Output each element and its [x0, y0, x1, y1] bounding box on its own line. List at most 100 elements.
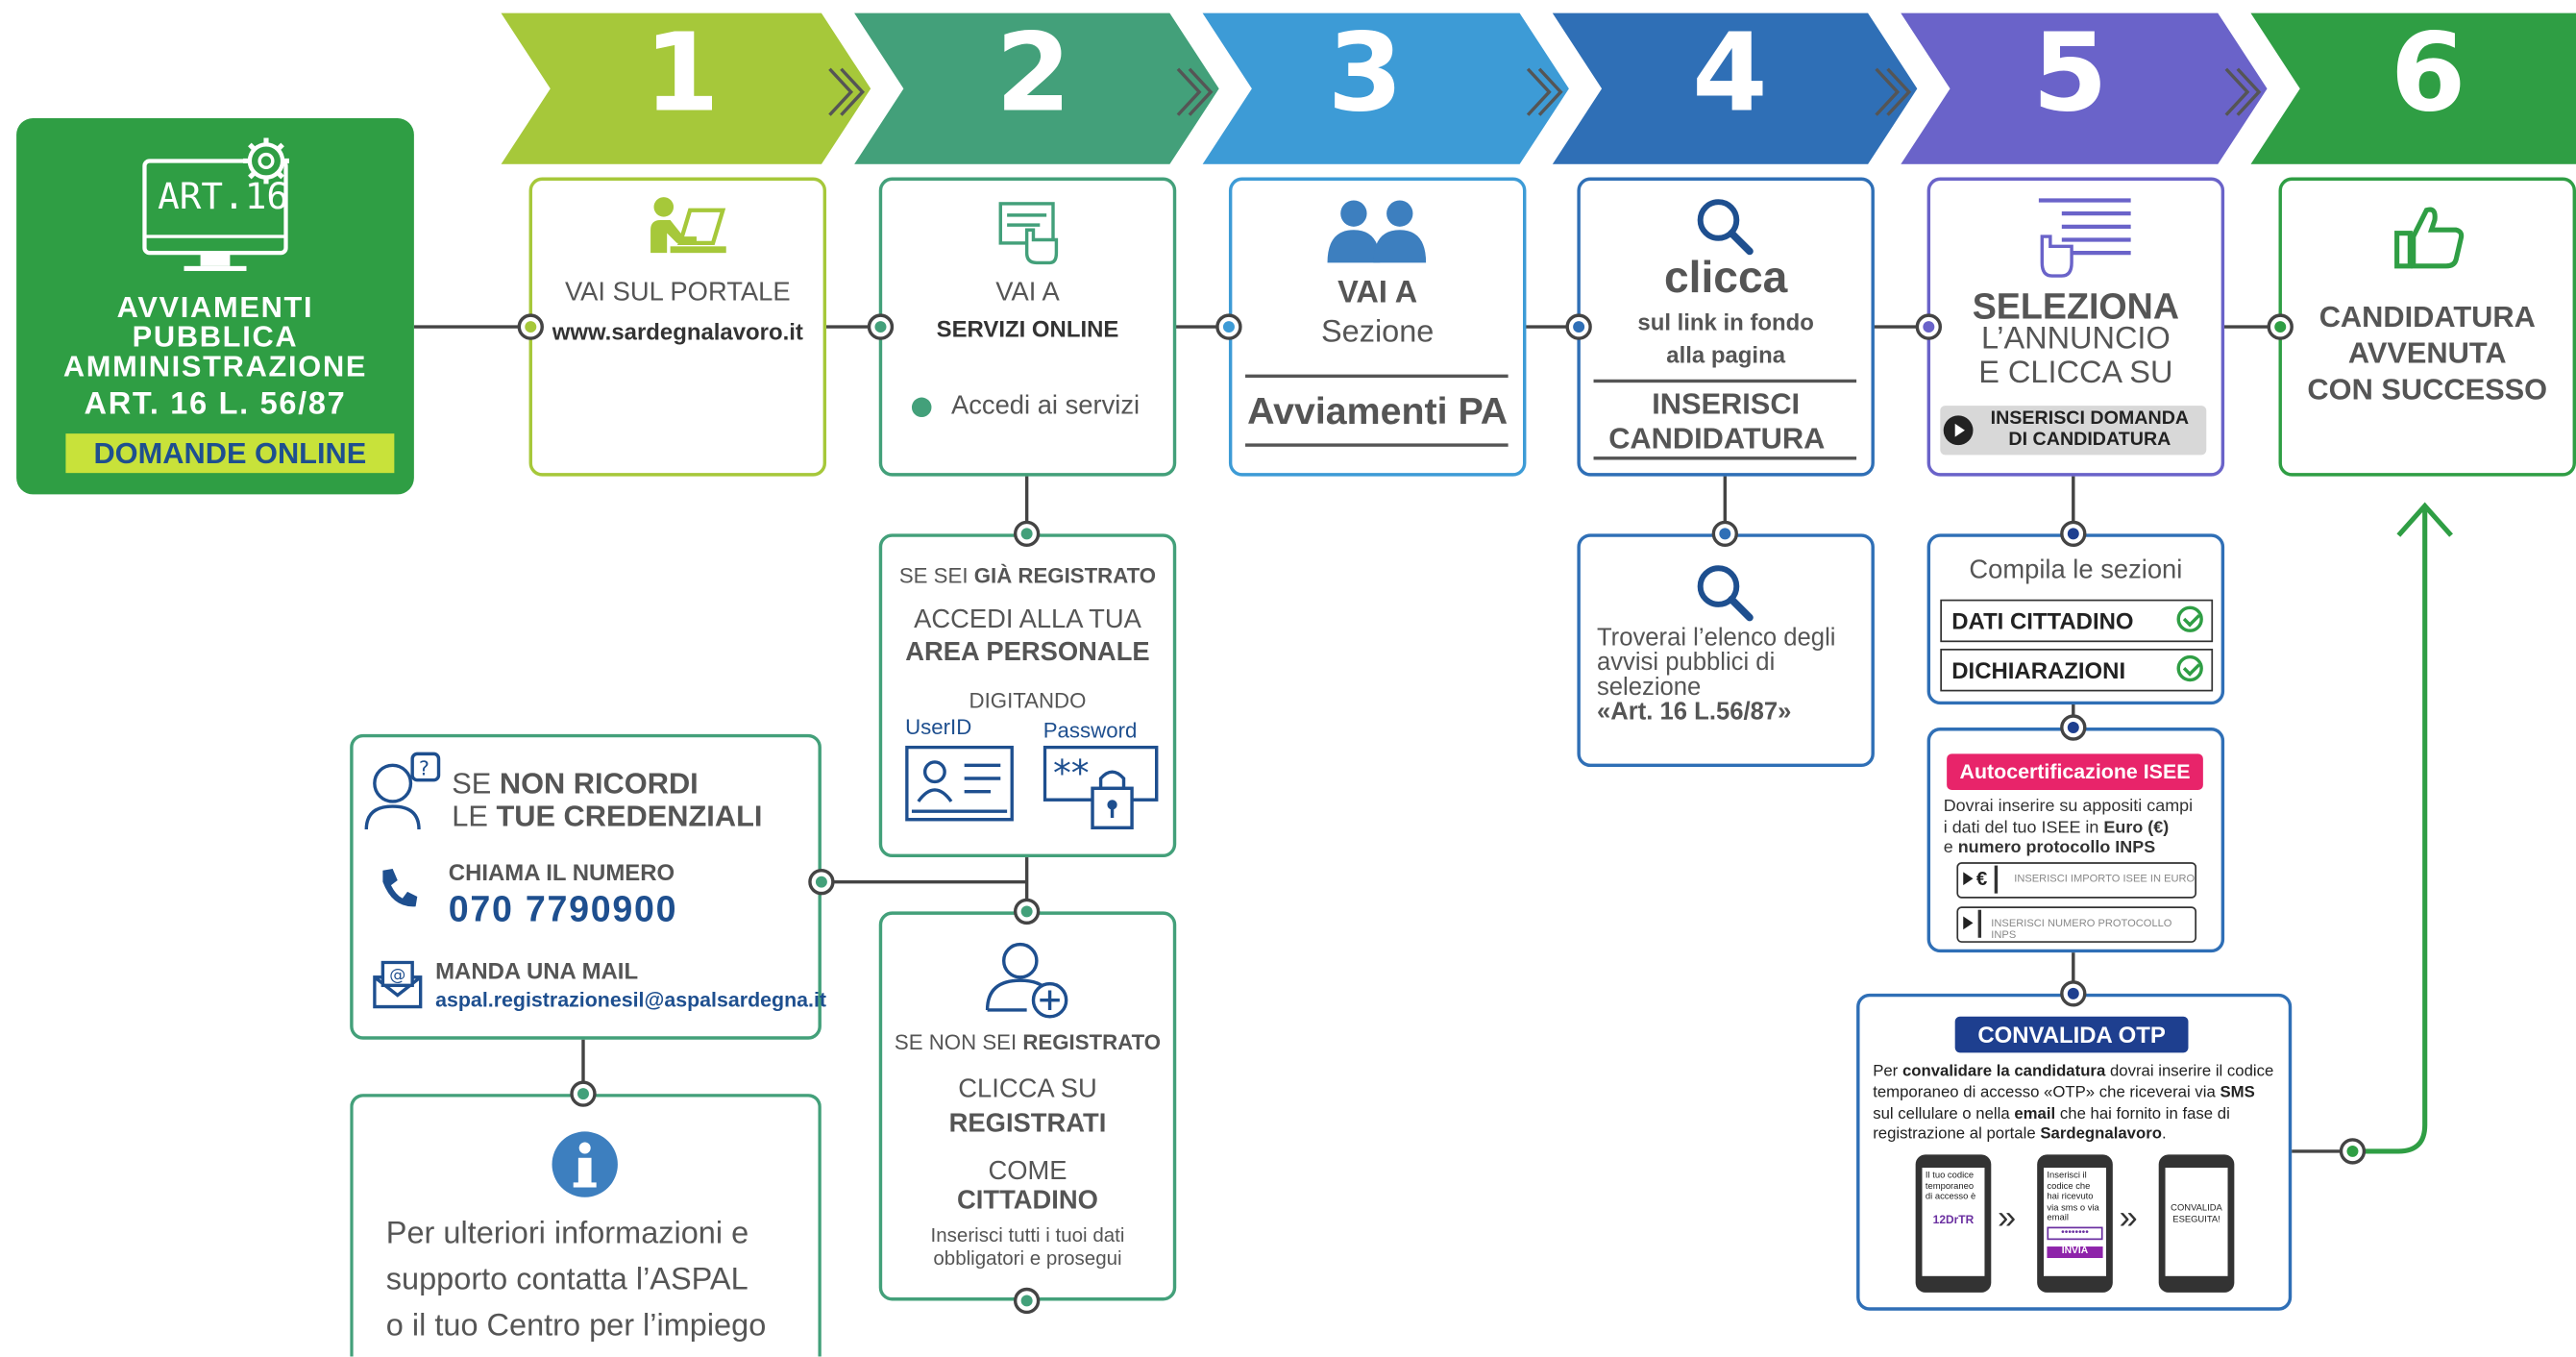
- step6-line2: AVVENUTA: [2347, 336, 2507, 370]
- accedi-servizi-link[interactable]: Accedi ai servizi: [950, 392, 1141, 421]
- avviamenti-pa-link[interactable]: Avviamenti PA: [1247, 389, 1509, 432]
- registered-title-a: SE SEI: [898, 563, 969, 588]
- otp-p2a: temporaneo di accesso «OTP» che ricevera…: [1873, 1083, 2216, 1102]
- registered-title-b: GIÀ REGISTRATO: [973, 563, 1157, 588]
- otp-title: CONVALIDA OTP: [1954, 1016, 2189, 1053]
- thumbs-up-icon: [2394, 207, 2465, 269]
- userid-label: UserID: [905, 714, 972, 740]
- inserisci-btn-line1: INSERISCI DOMANDA: [1990, 408, 2190, 430]
- email-link[interactable]: aspal.registrazionesil@aspalsardegna.it: [435, 988, 827, 1012]
- step4-line5[interactable]: CANDIDATURA: [1608, 422, 1826, 456]
- cred-title-2b: TUE CREDENZIALI: [496, 800, 763, 833]
- id-card-icon: [905, 745, 1014, 822]
- phone-icon: [382, 869, 418, 907]
- step2-card: VAI A SERVIZI ONLINE Accedi ai servizi: [878, 177, 1177, 477]
- step-number-2: 2: [995, 10, 1071, 136]
- step4-line1: clicca: [1663, 253, 1788, 303]
- cred-title-2a: LE: [452, 800, 488, 833]
- unregistered-note1: Inserisci tutti i tuoi dati: [930, 1223, 1125, 1247]
- isee-title: Autocertificazione ISEE: [1947, 753, 2203, 790]
- users-icon: [1327, 200, 1427, 263]
- step3-card: VAI A Sezione Avviamenti PA: [1228, 177, 1527, 477]
- dati-cittadino-row[interactable]: DATI CITTADINO: [1940, 599, 2214, 643]
- phone1-text: Il tuo codice temporaneo di accesso è: [1925, 1171, 1976, 1202]
- step-number-6: 6: [2390, 10, 2466, 136]
- call-label: CHIAMA IL NUMERO: [448, 858, 675, 886]
- otp-p3c: che hai fornito in fase di: [2059, 1104, 2230, 1123]
- servizi-online-link[interactable]: SERVIZI ONLINE: [936, 315, 1119, 342]
- dati-cittadino-label: DATI CITTADINO: [1951, 607, 2134, 634]
- step-number-5: 5: [2032, 10, 2108, 136]
- step4-line4[interactable]: INSERISCI: [1652, 387, 1801, 421]
- inps-protocol-field[interactable]: INSERISCI NUMERO PROTOCOLLO INPS: [1956, 906, 2197, 943]
- isee-text-2b: Euro (€): [2103, 817, 2170, 837]
- step-arrows: [501, 12, 2576, 164]
- badge-line-4: ART. 16 L. 56/87: [84, 387, 347, 423]
- phone-number[interactable]: 070 7790900: [448, 888, 678, 930]
- badge-line-1: AVVIAMENTI: [116, 290, 314, 324]
- bullet-icon: [911, 397, 932, 418]
- step4-info-line3: selezione: [1596, 673, 1702, 702]
- step4-info-card: Troverai l’elenco degli avvisi pubblici …: [1577, 533, 1875, 768]
- select-list-icon: [2038, 198, 2131, 278]
- step4-info-line2: avvisi pubblici di: [1596, 649, 1776, 678]
- otp-p3b: email: [2014, 1104, 2056, 1123]
- euro-symbol: €: [1975, 867, 1988, 891]
- unregistered-line3: COME: [988, 1157, 1067, 1186]
- step-number-1: 1: [644, 10, 720, 136]
- info-line3: o il tuo Centro per l’impiego: [385, 1308, 767, 1344]
- double-chevron-icon: »: [2119, 1200, 2138, 1237]
- otp-p3a: sul cellulare o nella: [1873, 1104, 2010, 1123]
- unregistered-title-b: REGISTRATO: [1022, 1029, 1162, 1055]
- person-laptop-icon: [650, 197, 726, 254]
- step3-line1: VAI A: [1337, 276, 1418, 310]
- step5-line3: E CLICCA SU: [1978, 356, 2173, 391]
- dichiarazioni-label: DICHIARAZIONI: [1951, 656, 2126, 683]
- step-arrow-3: [1202, 12, 1569, 164]
- step2-line1: VAI A: [995, 279, 1060, 308]
- phone2-code: ••••••••: [2047, 1225, 2103, 1241]
- header-badge: ART.16 AVVIAMENTI PUBBLICA AMMINISTRAZIO…: [16, 118, 414, 495]
- step-number-4: 4: [1692, 10, 1768, 136]
- isee-text-2a: i dati del tuo ISEE in: [1943, 817, 2099, 837]
- add-user-icon: [985, 942, 1068, 1019]
- phone-success-icon: CONVALIDA ESEGUITA!: [2158, 1154, 2235, 1293]
- registered-line1: ACCEDI ALLA TUA: [914, 605, 1141, 634]
- info-icon: [552, 1131, 618, 1197]
- password-lock-icon: **: [1043, 745, 1159, 829]
- double-chevron-icon: »: [1998, 1200, 2017, 1237]
- otp-p2b: SMS: [2220, 1083, 2255, 1102]
- mail-label: MANDA UNA MAIL: [435, 957, 639, 984]
- badge-line-3: AMMINISTRAZIONE: [62, 349, 368, 383]
- invia-button[interactable]: INVIA: [2047, 1246, 2103, 1258]
- info-line2: supporto contatta l’ASPAL: [385, 1263, 748, 1298]
- step5-card: SELEZIONA L’ANNUNCIO E CLICCA SU INSERIS…: [1926, 177, 2225, 477]
- registered-line3: DIGITANDO: [969, 688, 1087, 713]
- otp-p1a: Per: [1873, 1062, 1899, 1081]
- registrati-link[interactable]: REGISTRATI: [948, 1110, 1107, 1139]
- otp-p1b: convalidare la candidatura: [1901, 1062, 2106, 1081]
- step-arrow-2: [854, 12, 1219, 164]
- phone3-text: CONVALIDA ESEGUITA!: [2171, 1203, 2222, 1224]
- monitor-gear-icon: [142, 137, 289, 271]
- isee-text-3a: e: [1943, 837, 1953, 858]
- step1-line1: VAI SUL PORTALE: [564, 279, 791, 308]
- inserisci-btn-line2: DI CANDIDATURA: [2008, 430, 2171, 451]
- phone-input-icon: Inserisci il codice che hai ricevuto via…: [2037, 1154, 2113, 1293]
- step-arrow-5: [1901, 12, 2268, 164]
- isee-amount-field[interactable]: € INSERISCI IMPORTO ISEE IN EURO: [1956, 862, 2197, 899]
- cred-title-1b: NON RICORDI: [499, 767, 699, 801]
- otp-p4a: registrazione al portale: [1873, 1125, 2036, 1145]
- unregistered-line1: CLICCA SU: [958, 1075, 1097, 1104]
- otp-card: CONVALIDA OTP Per convalidare la candida…: [1856, 993, 2293, 1311]
- phone-sms-icon: Il tuo codice temporaneo di accesso è 12…: [1915, 1154, 1992, 1293]
- info-card: Per ulteriori informazioni e supporto co…: [350, 1094, 822, 1357]
- isee-text-1: Dovrai inserire su appositi campi: [1943, 796, 2194, 817]
- cred-title-1a: SE: [452, 767, 492, 801]
- portal-link[interactable]: www.sardegnalavoro.it: [552, 318, 803, 345]
- inserisci-domanda-button[interactable]: INSERISCI DOMANDA DI CANDIDATURA: [1940, 406, 2207, 456]
- search-icon: [1697, 199, 1754, 256]
- dichiarazioni-row[interactable]: DICHIARAZIONI: [1940, 649, 2214, 692]
- step4-line3: alla pagina: [1666, 341, 1786, 368]
